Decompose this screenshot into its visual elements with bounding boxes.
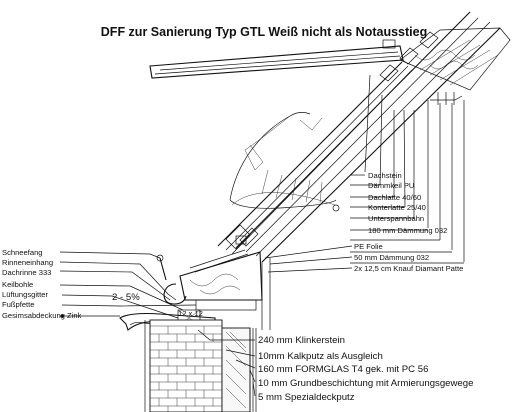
- label-pe-folie: PE Folie: [354, 242, 383, 251]
- label-gesimsabdeckung: Gesimsabdeckung Zink: [2, 311, 82, 320]
- roof-build-up: [235, 11, 511, 330]
- labels-right: Dachstein Dämmkeil PU Dachlatte 40/60 Ko…: [354, 171, 463, 273]
- drawing-title: DFF zur Sanierung Typ GTL Weiß nicht als…: [101, 25, 427, 39]
- label-formglas: 160 mm FORMGLAS T4 gek. mit PC 56: [258, 364, 428, 375]
- label-keilbohle: Keilbohle: [2, 280, 33, 289]
- leaders-left: [59, 251, 197, 319]
- label-dachlatte: Dachlatte 40/60: [368, 193, 421, 202]
- label-fusspfette: Fußpfette: [2, 300, 35, 309]
- label-grundbeschichtung: 10 mm Grundbeschichtung mit Armierungsge…: [258, 378, 473, 389]
- label-rinneneinhang: Rinneneinhang: [2, 258, 53, 267]
- leaders-bottom: [197, 329, 256, 397]
- label-daemmung-50: 50 mm Dämmung 032: [354, 253, 429, 262]
- label-deckputz: 5 mm Spezialdeckputz: [258, 392, 355, 403]
- rafter-label: 12 x 12: [178, 309, 203, 318]
- label-dachrinne: Dachrinne 333: [2, 268, 51, 277]
- label-klinker: 240 mm Klinkerstein: [258, 335, 345, 346]
- label-unterspannbahn: Unterspannbahn: [368, 214, 424, 223]
- label-schneefang: Schneefang: [2, 248, 43, 257]
- label-lueftungsgitter: Lüftungsgitter: [2, 290, 48, 299]
- label-dachstein: Dachstein: [368, 171, 402, 180]
- labels-left: Schneefang Rinneneinhang Dachrinne 333 K…: [2, 248, 82, 320]
- leaders-right: [264, 74, 465, 273]
- opening-arcs: [229, 112, 340, 212]
- labels-bottom: 240 mm Klinkerstein 10mm Kalkputz als Au…: [258, 335, 473, 403]
- slope-label: 2 - 5%: [112, 292, 140, 303]
- label-kalkputz: 10mm Kalkputz als Ausgleich: [258, 351, 383, 362]
- brick-wall: [144, 319, 257, 412]
- eaves-detail: [119, 249, 263, 331]
- label-daemmkeil: Dämmkeil PU: [368, 181, 414, 190]
- label-knauf: 2x 12,5 cm Knauf Diamant Patte: [354, 264, 463, 273]
- label-konterlatte: Konterlatte 25/40: [368, 203, 426, 212]
- label-daemmung-180: 180 mm Dämmung 032: [368, 226, 447, 235]
